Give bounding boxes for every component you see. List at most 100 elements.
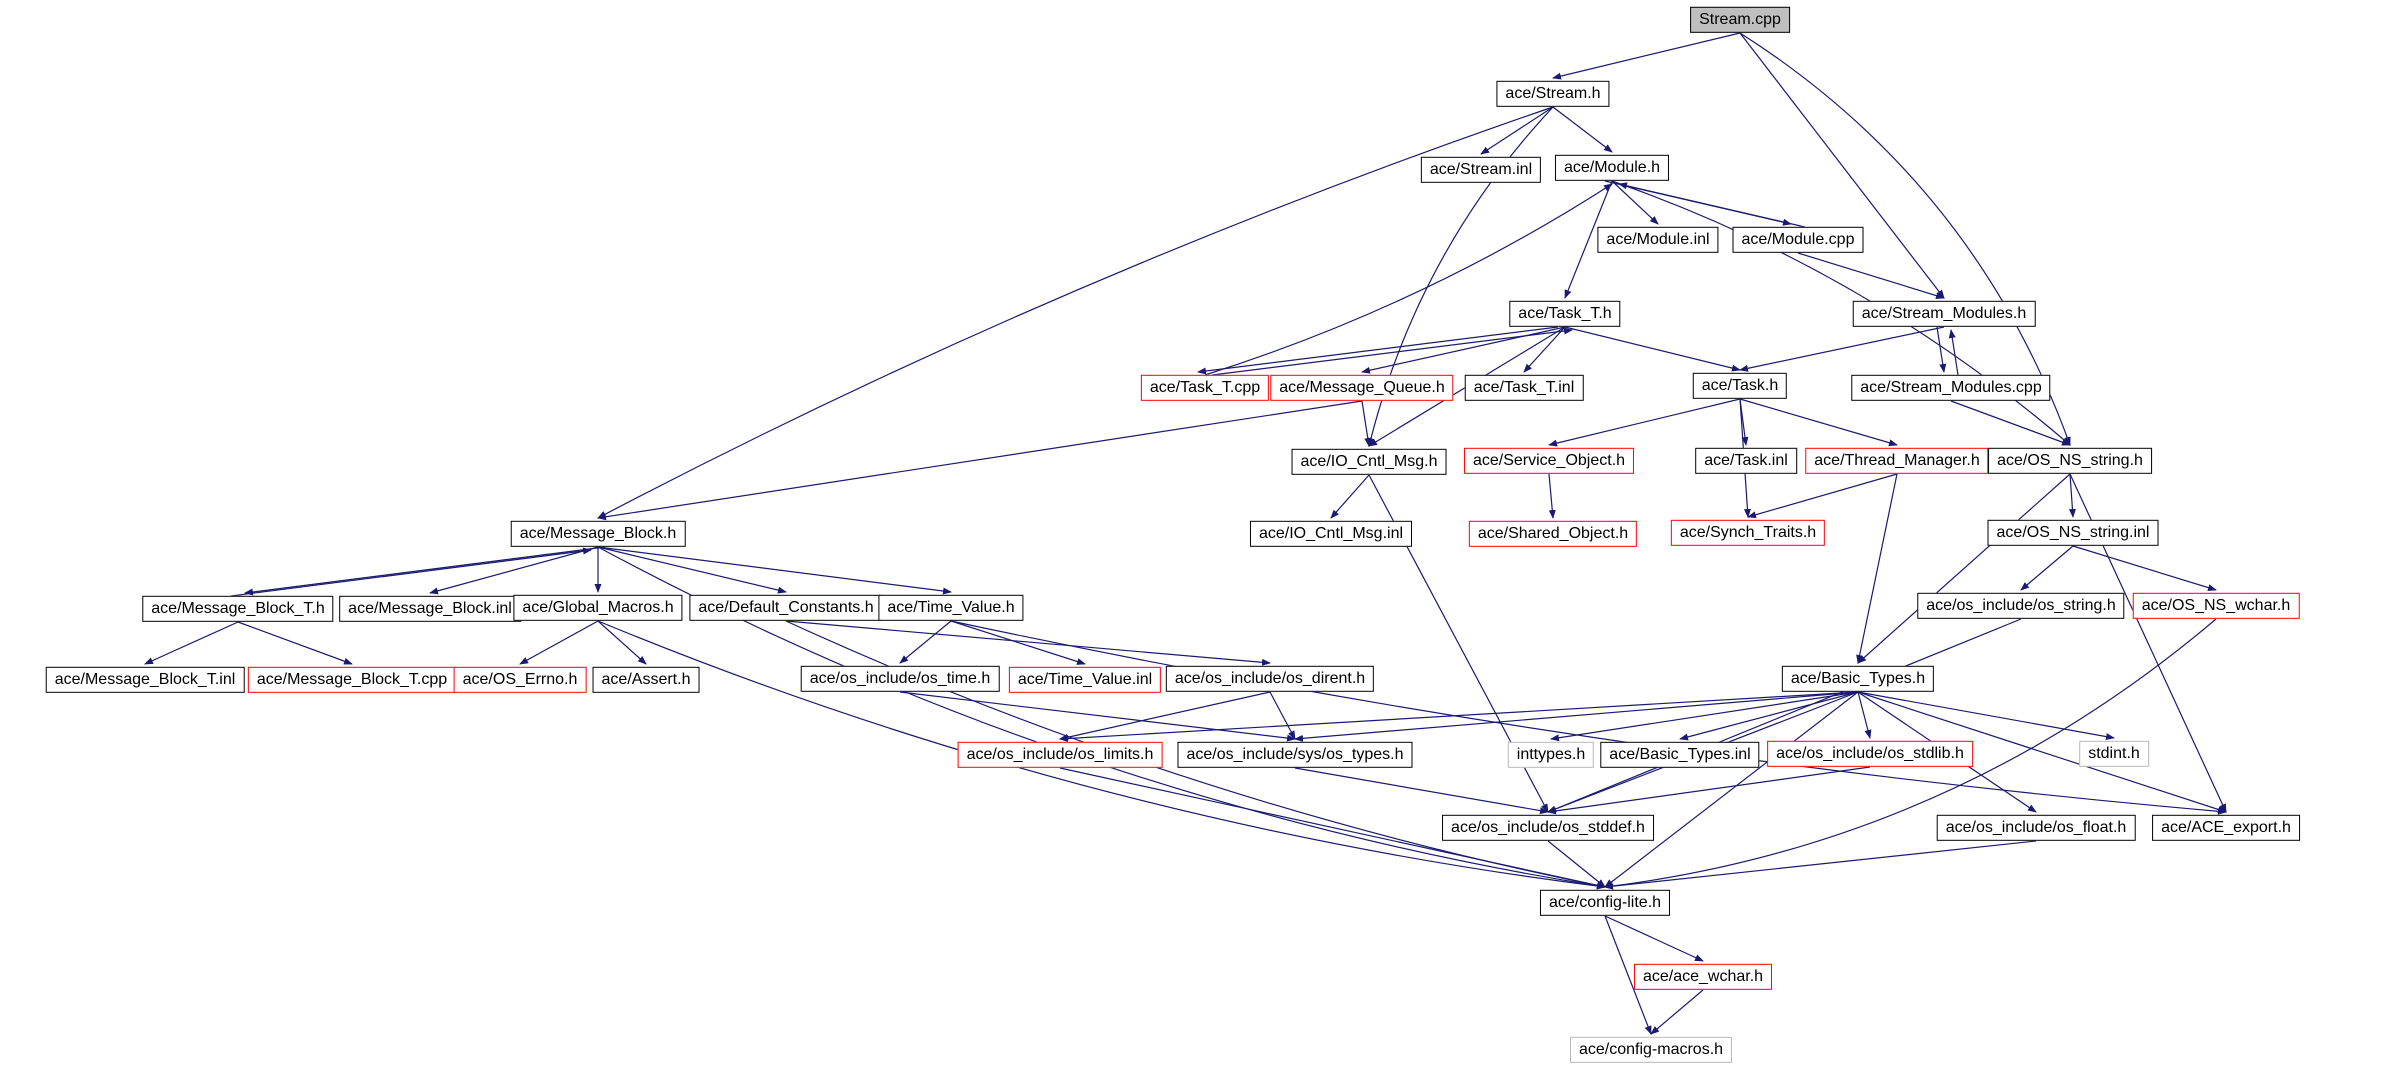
graph-node-stream_inl[interactable]: ace/Stream.inl <box>1420 156 1542 184</box>
include-edge-task_t_h-to-task_t_cpp <box>1197 326 1559 375</box>
include-edge-stream_h-to-stream_inl <box>1480 106 1554 155</box>
graph-node-os_float_h[interactable]: ace/os_include/os_float.h <box>1936 814 2136 842</box>
include-edge-message_block_h-to-message_block_t_h <box>244 546 606 596</box>
include-edge-os_ns_string_h-to-basic_types_h <box>1857 473 2071 664</box>
include-edge-stream_h-to-module_h <box>1552 106 1613 153</box>
include-edge-basic_types_h-to-os_stdlib_h <box>1857 691 1872 739</box>
graph-node-stdint_h: stdint.h <box>2079 740 2149 768</box>
graph-node-global_macros_h[interactable]: ace/Global_Macros.h <box>513 594 683 622</box>
include-edge-default_constants_h-to-os_dirent_h <box>785 620 1271 666</box>
graph-node-stream_cpp: Stream.cpp <box>1690 6 1790 34</box>
include-edge-stream_modules_cpp-to-stream_modules_h <box>1948 329 1959 376</box>
graph-node-stream_h[interactable]: ace/Stream.h <box>1496 80 1610 108</box>
graph-node-os_stdlib_h[interactable]: ace/os_include/os_stdlib.h <box>1767 740 1973 768</box>
include-edge-module_cpp-to-module_h <box>1618 182 1806 228</box>
graph-node-os_errno_h[interactable]: ace/OS_Errno.h <box>453 666 587 694</box>
graph-node-os_dirent_h[interactable]: ace/os_include/os_dirent.h <box>1165 665 1375 693</box>
graph-node-basic_types_h[interactable]: ace/Basic_Types.h <box>1781 665 1935 693</box>
include-edge-os_limits_h-to-config_lite_h <box>1059 767 1606 889</box>
include-edge-module_h-to-task_t_h <box>1564 180 1613 299</box>
graph-node-thread_manager_h[interactable]: ace/Thread_Manager.h <box>1805 447 1989 475</box>
include-edge-os_ns_string_h-to-ace_export_h <box>2069 473 2227 813</box>
include-edge-os_string_h-to-os_stddef_h <box>1547 618 2022 813</box>
graph-node-task_t_cpp[interactable]: ace/Task_T.cpp <box>1140 374 1270 402</box>
graph-node-message_block_inl[interactable]: ace/Message_Block.inl <box>339 595 521 623</box>
graph-node-os_ns_string_inl[interactable]: ace/OS_NS_string.inl <box>1987 519 2159 547</box>
include-edge-stream_h-to-message_block_h <box>597 106 1554 519</box>
include-edge-ace_wchar_h-to-config_macros_h <box>1650 989 1704 1035</box>
graph-node-sys_os_types_h[interactable]: ace/os_include/sys/os_types.h <box>1177 741 1413 769</box>
graph-node-service_object_h[interactable]: ace/Service_Object.h <box>1463 447 1635 475</box>
include-edge-stream_modules_h-to-stream_modules_cpp <box>1936 326 1947 373</box>
graph-node-message_block_t_h[interactable]: ace/Message_Block_T.h <box>142 595 334 623</box>
include-edge-os_ns_wchar_h-to-config_lite_h <box>1604 618 2217 890</box>
graph-node-message_block_h[interactable]: ace/Message_Block.h <box>510 520 686 548</box>
include-edge-basic_types_h-to-os_limits_h <box>1059 691 1859 743</box>
graph-node-basic_types_inl[interactable]: ace/Basic_Types.inl <box>1600 741 1760 769</box>
graph-node-ace_wchar_h[interactable]: ace/ace_wchar.h <box>1633 963 1773 991</box>
include-edge-stream_modules_h-to-task_h <box>1739 326 1945 372</box>
include-edge-task_t_cpp-to-module_h <box>1204 183 1613 376</box>
graph-node-time_value_h[interactable]: ace/Time_Value.h <box>878 594 1024 622</box>
graph-node-shared_object_h[interactable]: ace/Shared_Object.h <box>1468 520 1638 548</box>
include-edge-time_value_h-to-time_value_inl <box>950 620 1086 665</box>
include-edge-os_float_h-to-config_lite_h <box>1604 840 2037 890</box>
include-edge-basic_types_h-to-inttypes_h <box>1550 691 1859 742</box>
include-edge-stream_cpp-to-stream_h <box>1552 32 1741 80</box>
include-edge-time_value_h-to-ace_export_h <box>950 620 2227 815</box>
include-edge-message_block_h-to-message_block_inl <box>429 546 599 595</box>
graph-node-io_cntl_msg_h[interactable]: ace/IO_Cntl_Msg.h <box>1291 448 1447 476</box>
graph-node-os_stddef_h[interactable]: ace/os_include/os_stddef.h <box>1442 814 1654 842</box>
graph-node-module_h[interactable]: ace/Module.h <box>1554 154 1670 182</box>
graph-node-io_cntl_msg_inl[interactable]: ace/IO_Cntl_Msg.inl <box>1249 520 1413 548</box>
include-edge-message_block_h-to-default_constants_h <box>597 546 787 594</box>
include-edge-os_stdlib_h-to-os_stddef_h <box>1547 766 1871 815</box>
graph-node-os_time_h[interactable]: ace/os_include/os_time.h <box>800 665 1000 693</box>
graph-node-synch_traits_h[interactable]: ace/Synch_Traits.h <box>1670 519 1826 547</box>
graph-node-inttypes_h: inttypes.h <box>1507 741 1595 769</box>
include-edge-basic_types_h-to-stdint_h <box>1857 691 2115 741</box>
include-edge-message_block_t_h-to-message_block_h <box>230 547 592 597</box>
edges <box>144 32 2227 1035</box>
graph-node-config_macros_h: ace/config-macros.h <box>1569 1036 1733 1064</box>
include-edge-task_t_h-to-task_h <box>1564 326 1741 372</box>
graph-node-os_ns_wchar_h[interactable]: ace/OS_NS_wchar.h <box>2132 592 2300 620</box>
graph-node-message_block_t_inl[interactable]: ace/Message_Block_T.inl <box>45 666 245 694</box>
graph-node-os_limits_h[interactable]: ace/os_include/os_limits.h <box>957 741 1163 769</box>
include-edge-task_t_h-to-task_t_inl <box>1523 326 1566 373</box>
graph-node-module_cpp[interactable]: ace/Module.cpp <box>1732 226 1864 254</box>
include-edge-basic_types_h-to-config_lite_h <box>1604 691 1859 888</box>
graph-node-default_constants_h[interactable]: ace/Default_Constants.h <box>689 594 883 622</box>
include-edge-module_cpp-to-stream_modules_h <box>1797 252 1945 299</box>
graph-node-assert_h[interactable]: ace/Assert.h <box>592 666 700 694</box>
include-edge-time_value_h-to-os_time_h <box>899 620 952 664</box>
graph-node-os_ns_string_h[interactable]: ace/OS_NS_string.h <box>1988 447 2152 475</box>
include-edge-task_h-to-service_object_h <box>1548 398 1741 447</box>
include-edge-basic_types_h-to-sys_os_types_h <box>1294 691 1859 742</box>
graph-node-task_inl[interactable]: ace/Task.inl <box>1695 447 1797 475</box>
include-edge-os_dirent_h-to-os_limits_h <box>1059 691 1271 741</box>
graph-node-os_string_h[interactable]: ace/os_include/os_string.h <box>1917 592 2125 620</box>
graph-node-task_h[interactable]: ace/Task.h <box>1692 372 1788 400</box>
graph-node-module_inl[interactable]: ace/Module.inl <box>1597 226 1719 254</box>
graph-node-config_lite_h[interactable]: ace/config-lite.h <box>1539 889 1671 917</box>
graph-node-stream_modules_h[interactable]: ace/Stream_Modules.h <box>1852 300 2036 328</box>
include-edge-thread_manager_h-to-synch_traits_h <box>1747 473 1898 519</box>
graph-node-ace_export_h[interactable]: ace/ACE_export.h <box>2152 814 2300 842</box>
include-edge-module_h-to-module_inl <box>1611 180 1659 225</box>
graph-node-stream_modules_cpp[interactable]: ace/Stream_Modules.cpp <box>1851 374 2051 402</box>
graph-node-message_block_t_cpp[interactable]: ace/Message_Block_T.cpp <box>247 666 457 694</box>
graph-node-message_queue_h[interactable]: ace/Message_Queue.h <box>1270 374 1454 402</box>
graph-node-time_value_inl[interactable]: ace/Time_Value.inl <box>1008 666 1162 694</box>
include-edge-os_dirent_h-to-sys_os_types_h <box>1269 691 1296 740</box>
include-edge-message_queue_h-to-message_block_h <box>597 400 1363 521</box>
include-edge-task_t_h-to-message_queue_h <box>1361 326 1566 374</box>
include-edge-message_block_t_h-to-message_block_t_inl <box>144 621 239 665</box>
graph-node-task_t_inl[interactable]: ace/Task_T.inl <box>1464 374 1584 402</box>
include-edge-io_cntl_msg_h-to-io_cntl_msg_inl <box>1330 474 1370 519</box>
include-edge-global_macros_h-to-config_lite_h <box>597 620 1606 890</box>
graph-node-task_t_h[interactable]: ace/Task_T.h <box>1509 300 1621 328</box>
include-edge-stream_cpp-to-stream_modules_h <box>1739 32 1945 299</box>
include-edge-stream_modules_cpp-to-os_ns_string_h <box>1950 400 2071 446</box>
